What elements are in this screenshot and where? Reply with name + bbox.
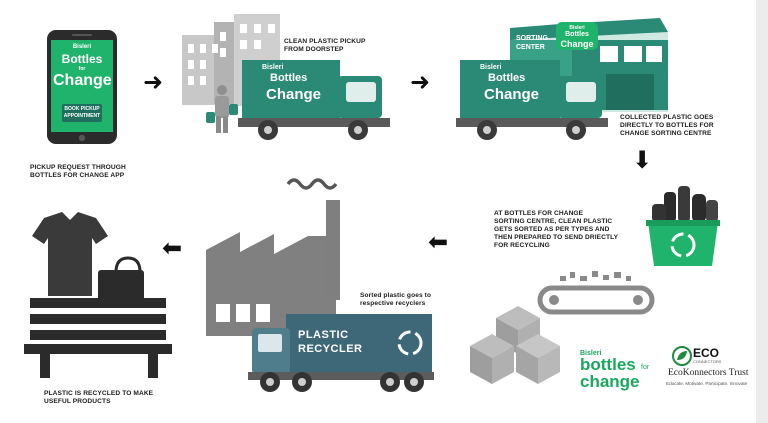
footer-logo-line2: change <box>580 372 640 391</box>
recycle-icon <box>670 232 696 258</box>
book-pickup-button[interactable]: BOOK PICKUP APPOINTMENT <box>62 106 102 120</box>
caption-line: CLEAN PLASTIC PICKUP <box>284 38 366 45</box>
truck1-logo-line1: Bottles <box>270 72 308 84</box>
bottle-bin-icon <box>646 186 720 266</box>
eco-logo-name: EcoKonnectors Trust <box>668 368 749 378</box>
caption-line: FOR RECYCLING <box>494 242 550 249</box>
person-with-bags-icon <box>206 85 238 133</box>
sorting-center-logo: Bisleri Bottles Change <box>558 25 596 49</box>
eco-leaf-icon <box>672 346 692 366</box>
truck2-logo-line1: Bottles <box>488 72 526 84</box>
recycler-line2: RECYCLER <box>298 343 363 355</box>
caption-line: BOTTLES FOR CHANGE APP <box>30 172 125 179</box>
caption-app: PICKUP REQUEST THROUGH BOTTLES FOR CHANG… <box>30 164 126 180</box>
right-edge-strip <box>756 0 768 423</box>
sorting-sign-line2: CENTER <box>516 44 545 51</box>
caption-line: DIRECTLY TO BOTTLES FOR <box>620 122 714 129</box>
conveyor-icon <box>537 271 655 315</box>
arrow-left-2: ⬅ <box>162 234 183 262</box>
phone-logo-small: for <box>78 66 86 72</box>
truck1-logo-brand: Bisleri <box>262 64 284 71</box>
caption-line: CHANGE SORTING CENTRE <box>620 130 712 137</box>
caption-line: USEFUL PRODUCTS <box>44 398 111 405</box>
footer-logo-brand: Bisleri <box>580 350 602 357</box>
arrow-down: ⬇ <box>632 146 653 174</box>
footer-logo-line1: bottles <box>580 355 636 374</box>
truck-icon <box>248 314 434 392</box>
phone-logo-line2: Change <box>53 72 112 89</box>
caption-line: SORTING CENTRE, CLEAN PLASTIC <box>494 218 613 225</box>
caption-line: Sorted plastic goes to <box>360 292 432 299</box>
sorting-center-sign: SORTING CENTER <box>516 34 548 52</box>
phone-logo-line1: Bottles <box>61 52 103 66</box>
footer-logo-small: for <box>641 364 650 371</box>
truck-icon <box>238 60 390 140</box>
book-pickup-line1: BOOK PICKUP <box>64 106 100 112</box>
eco-logo-tag: CONNECTORS <box>693 359 722 364</box>
caption-line: PICKUP REQUEST THROUGH <box>30 164 126 171</box>
caption-line: AT BOTTLES FOR CHANGE <box>494 210 584 217</box>
phone-logo-brand: Bisleri <box>72 44 92 50</box>
caption-recycler: Sorted plastic goes to respective recycl… <box>360 292 431 308</box>
arrow-left-1: ⬅ <box>428 228 449 256</box>
sorting-logo-brand: Bisleri <box>569 25 585 31</box>
caption-line: FROM DOORSTEP <box>284 46 344 53</box>
caption-sort: AT BOTTLES FOR CHANGE SORTING CENTRE, CL… <box>494 210 618 250</box>
recycle-icon <box>397 330 423 356</box>
caption-line: THEN PREPARED TO SEND DRIECTLY <box>494 234 619 241</box>
caption-line: GETS SORTED AS PER TYPES AND <box>494 226 610 233</box>
bench-icon <box>24 298 172 378</box>
caption-line: PLASTIC IS RECYCLED TO MAKE <box>44 390 154 397</box>
recycler-line1: PLASTIC <box>298 329 349 341</box>
phone-icon <box>47 30 117 144</box>
recycler-truck-label: PLASTIC RECYCLER <box>298 328 363 356</box>
handbag-icon <box>98 256 144 304</box>
truck-icon <box>456 60 608 140</box>
caption-line: COLLECTED PLASTIC GOES <box>620 114 714 121</box>
truck2-logo-brand: Bisleri <box>480 64 502 71</box>
boxes-icon <box>470 306 560 384</box>
eco-logo-mark: ECO <box>693 346 720 360</box>
caption-products: PLASTIC IS RECYCLED TO MAKE USEFUL PRODU… <box>44 390 153 406</box>
truck2-logo-line2: Change <box>484 86 540 103</box>
caption-collect: COLLECTED PLASTIC GOES DIRECTLY TO BOTTL… <box>620 114 714 138</box>
arrow-right-1: ➜ <box>143 68 164 96</box>
smoke-icon <box>286 178 338 190</box>
sorting-sign-line1: SORTING <box>516 35 548 42</box>
arrow-right-2: ➜ <box>410 68 431 96</box>
caption-pickup: CLEAN PLASTIC PICKUP FROM DOORSTEP <box>284 38 366 54</box>
tshirt-icon <box>32 212 108 296</box>
sorting-logo-line2: Change <box>560 39 594 49</box>
book-pickup-line2: APPOINTMENT <box>63 113 101 119</box>
caption-line: respective recyclers <box>360 300 426 307</box>
eco-logo-slogan: Educate. Motivate. Participate. Innovate <box>666 381 748 386</box>
sorting-logo-line1: Bottles <box>565 31 589 38</box>
truck1-logo-line2: Change <box>266 86 322 103</box>
